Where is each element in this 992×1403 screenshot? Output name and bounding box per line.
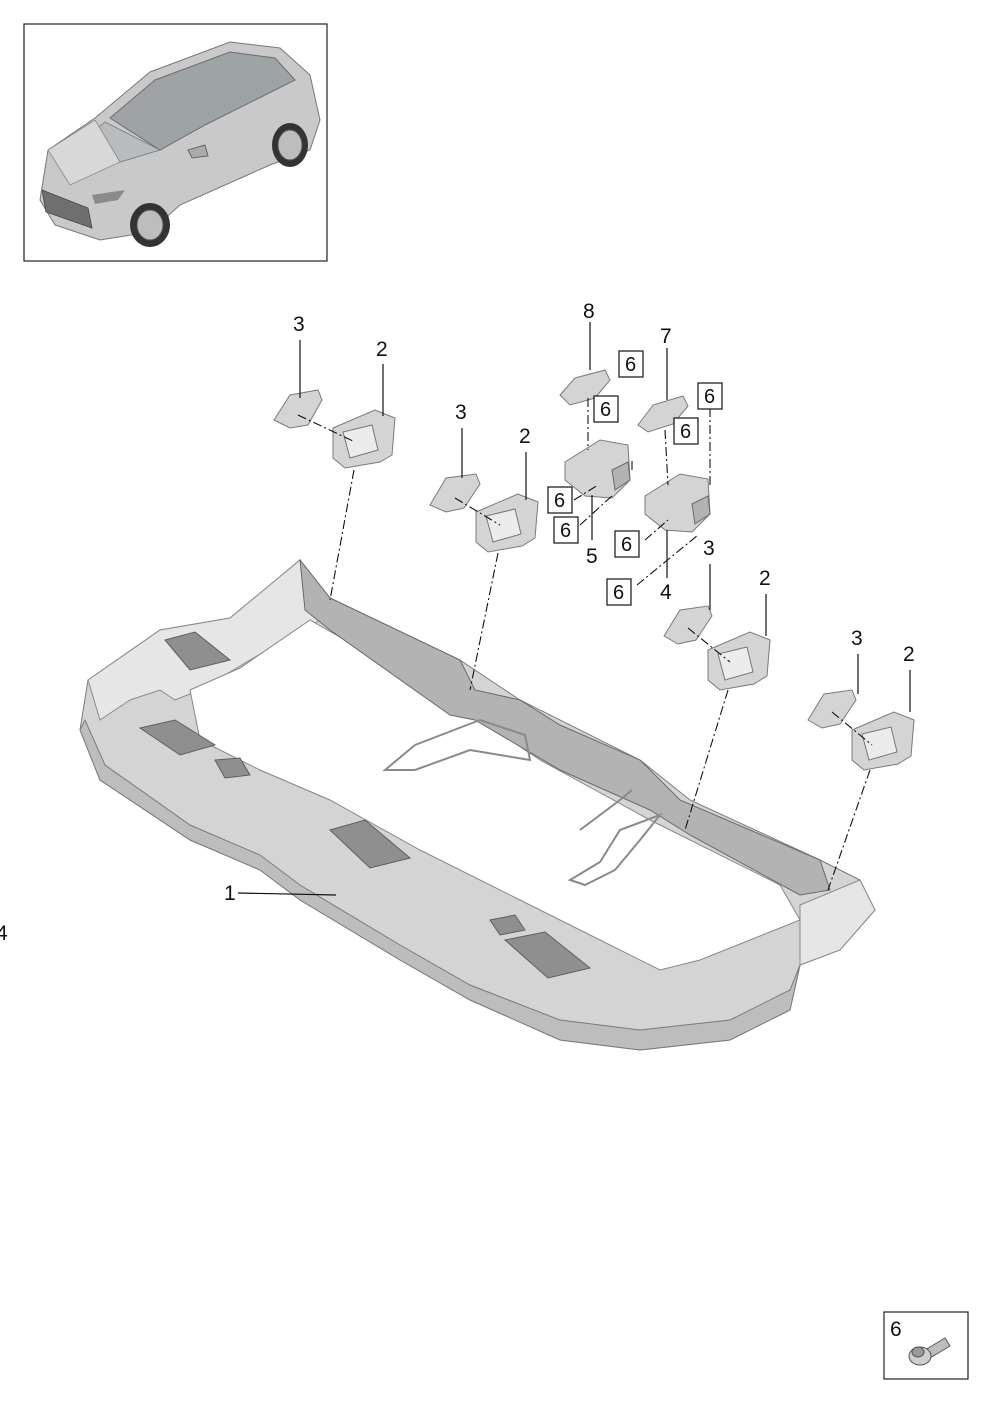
hinge-cover-d (851, 711, 915, 771)
callout-3a: 3 (293, 313, 305, 336)
legend-box: 6 (883, 1311, 969, 1380)
cover-part-7 (637, 395, 689, 433)
latch-part-5 (564, 439, 631, 499)
boxed-ref-6: 6 (614, 530, 640, 558)
callouts: 1 3 2 3 2 3 2 3 2 8 7 5 4 4 (0, 300, 915, 945)
bracket-a (273, 389, 323, 429)
vehicle-thumbnail (23, 23, 328, 262)
seat-base-frame (79, 558, 876, 1051)
callout-5: 5 (586, 545, 598, 568)
callout-1: 1 (224, 882, 236, 905)
legend-label: 6 (890, 1318, 902, 1341)
margin-mark: 4 (0, 922, 8, 945)
callout-3b: 3 (455, 401, 467, 424)
leader-lines (237, 322, 911, 896)
boxed-ref-6: 6 (673, 417, 699, 445)
latch-part-4 (644, 473, 711, 533)
hinge-cover-b (475, 493, 539, 553)
svg-text:6: 6 (554, 490, 565, 512)
svg-text:6: 6 (680, 421, 691, 443)
callout-8: 8 (583, 300, 595, 323)
car-icon (39, 41, 321, 247)
svg-text:6: 6 (704, 386, 715, 408)
hinge-cover-c (707, 631, 771, 691)
boxed-ref-6: 6 (593, 395, 619, 423)
boxed-ref-6: 6 (618, 350, 644, 378)
boxed-ref-6: 6 (697, 382, 723, 410)
bolt-icon (908, 1337, 951, 1366)
hinge-cover-a (332, 409, 396, 469)
callout-7: 7 (660, 325, 672, 348)
svg-text:6: 6 (625, 354, 636, 376)
callout-2b: 2 (519, 425, 531, 448)
boxed-ref-6: 6 (606, 578, 632, 606)
callout-3d: 3 (851, 627, 863, 650)
boxed-ref-6: 6 (553, 516, 579, 544)
bracket-c (663, 605, 713, 645)
svg-text:6: 6 (613, 582, 624, 604)
svg-text:6: 6 (621, 534, 632, 556)
callout-2c: 2 (759, 567, 771, 590)
svg-text:6: 6 (600, 399, 611, 421)
bracket-d (807, 689, 857, 729)
callout-3c: 3 (703, 537, 715, 560)
boxed-references: 6 6 6 6 6 6 6 6 (547, 350, 723, 606)
callout-2d: 2 (903, 643, 915, 666)
callout-2a: 2 (376, 338, 388, 361)
boxed-ref-6: 6 (547, 486, 573, 514)
svg-text:6: 6 (560, 520, 571, 542)
bracket-b (429, 473, 481, 513)
cover-part-8 (559, 369, 611, 406)
callout-4: 4 (660, 581, 672, 604)
